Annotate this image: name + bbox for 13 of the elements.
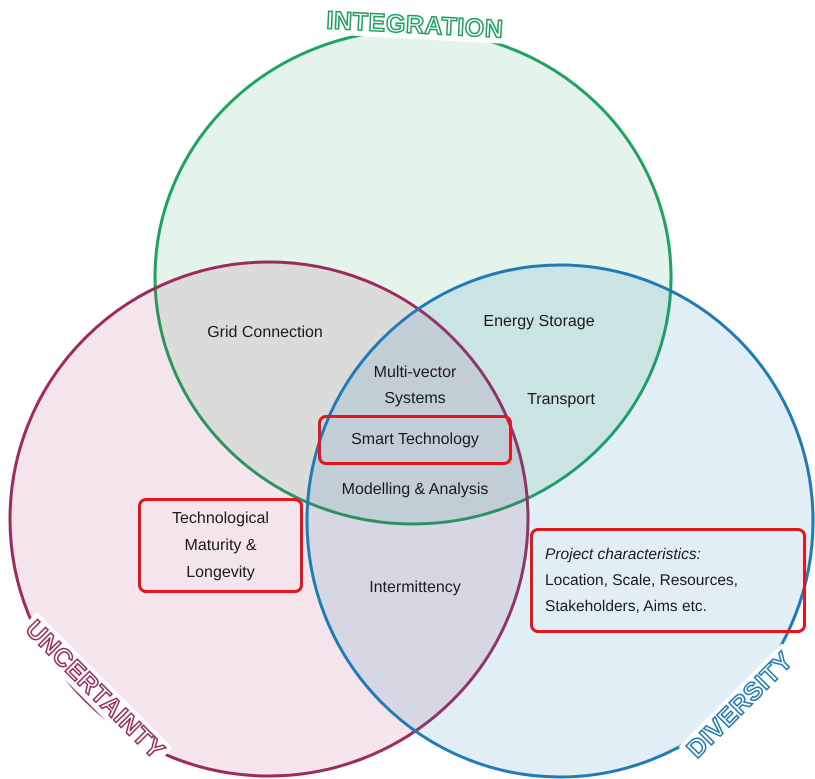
region-label: Intermittency [368, 578, 462, 598]
box-heading: Project characteristics: [545, 544, 701, 564]
region-label: Transport [526, 390, 596, 410]
region-label: Modelling & Analysis [340, 480, 490, 500]
highlight-box [530, 528, 806, 633]
box-text: Smart Technology [351, 430, 479, 450]
highlight-box [318, 415, 512, 465]
box-text: Location, Scale, Resources, Stakeholders, Aims etc. [545, 570, 739, 616]
highlight-box [138, 498, 303, 593]
region-label: Energy Storage [482, 312, 596, 332]
region-label: Grid Connection [206, 323, 324, 343]
region-label: Multi-vector Systems [372, 363, 458, 409]
box-text: Technological Maturity & Longevity [171, 509, 270, 583]
